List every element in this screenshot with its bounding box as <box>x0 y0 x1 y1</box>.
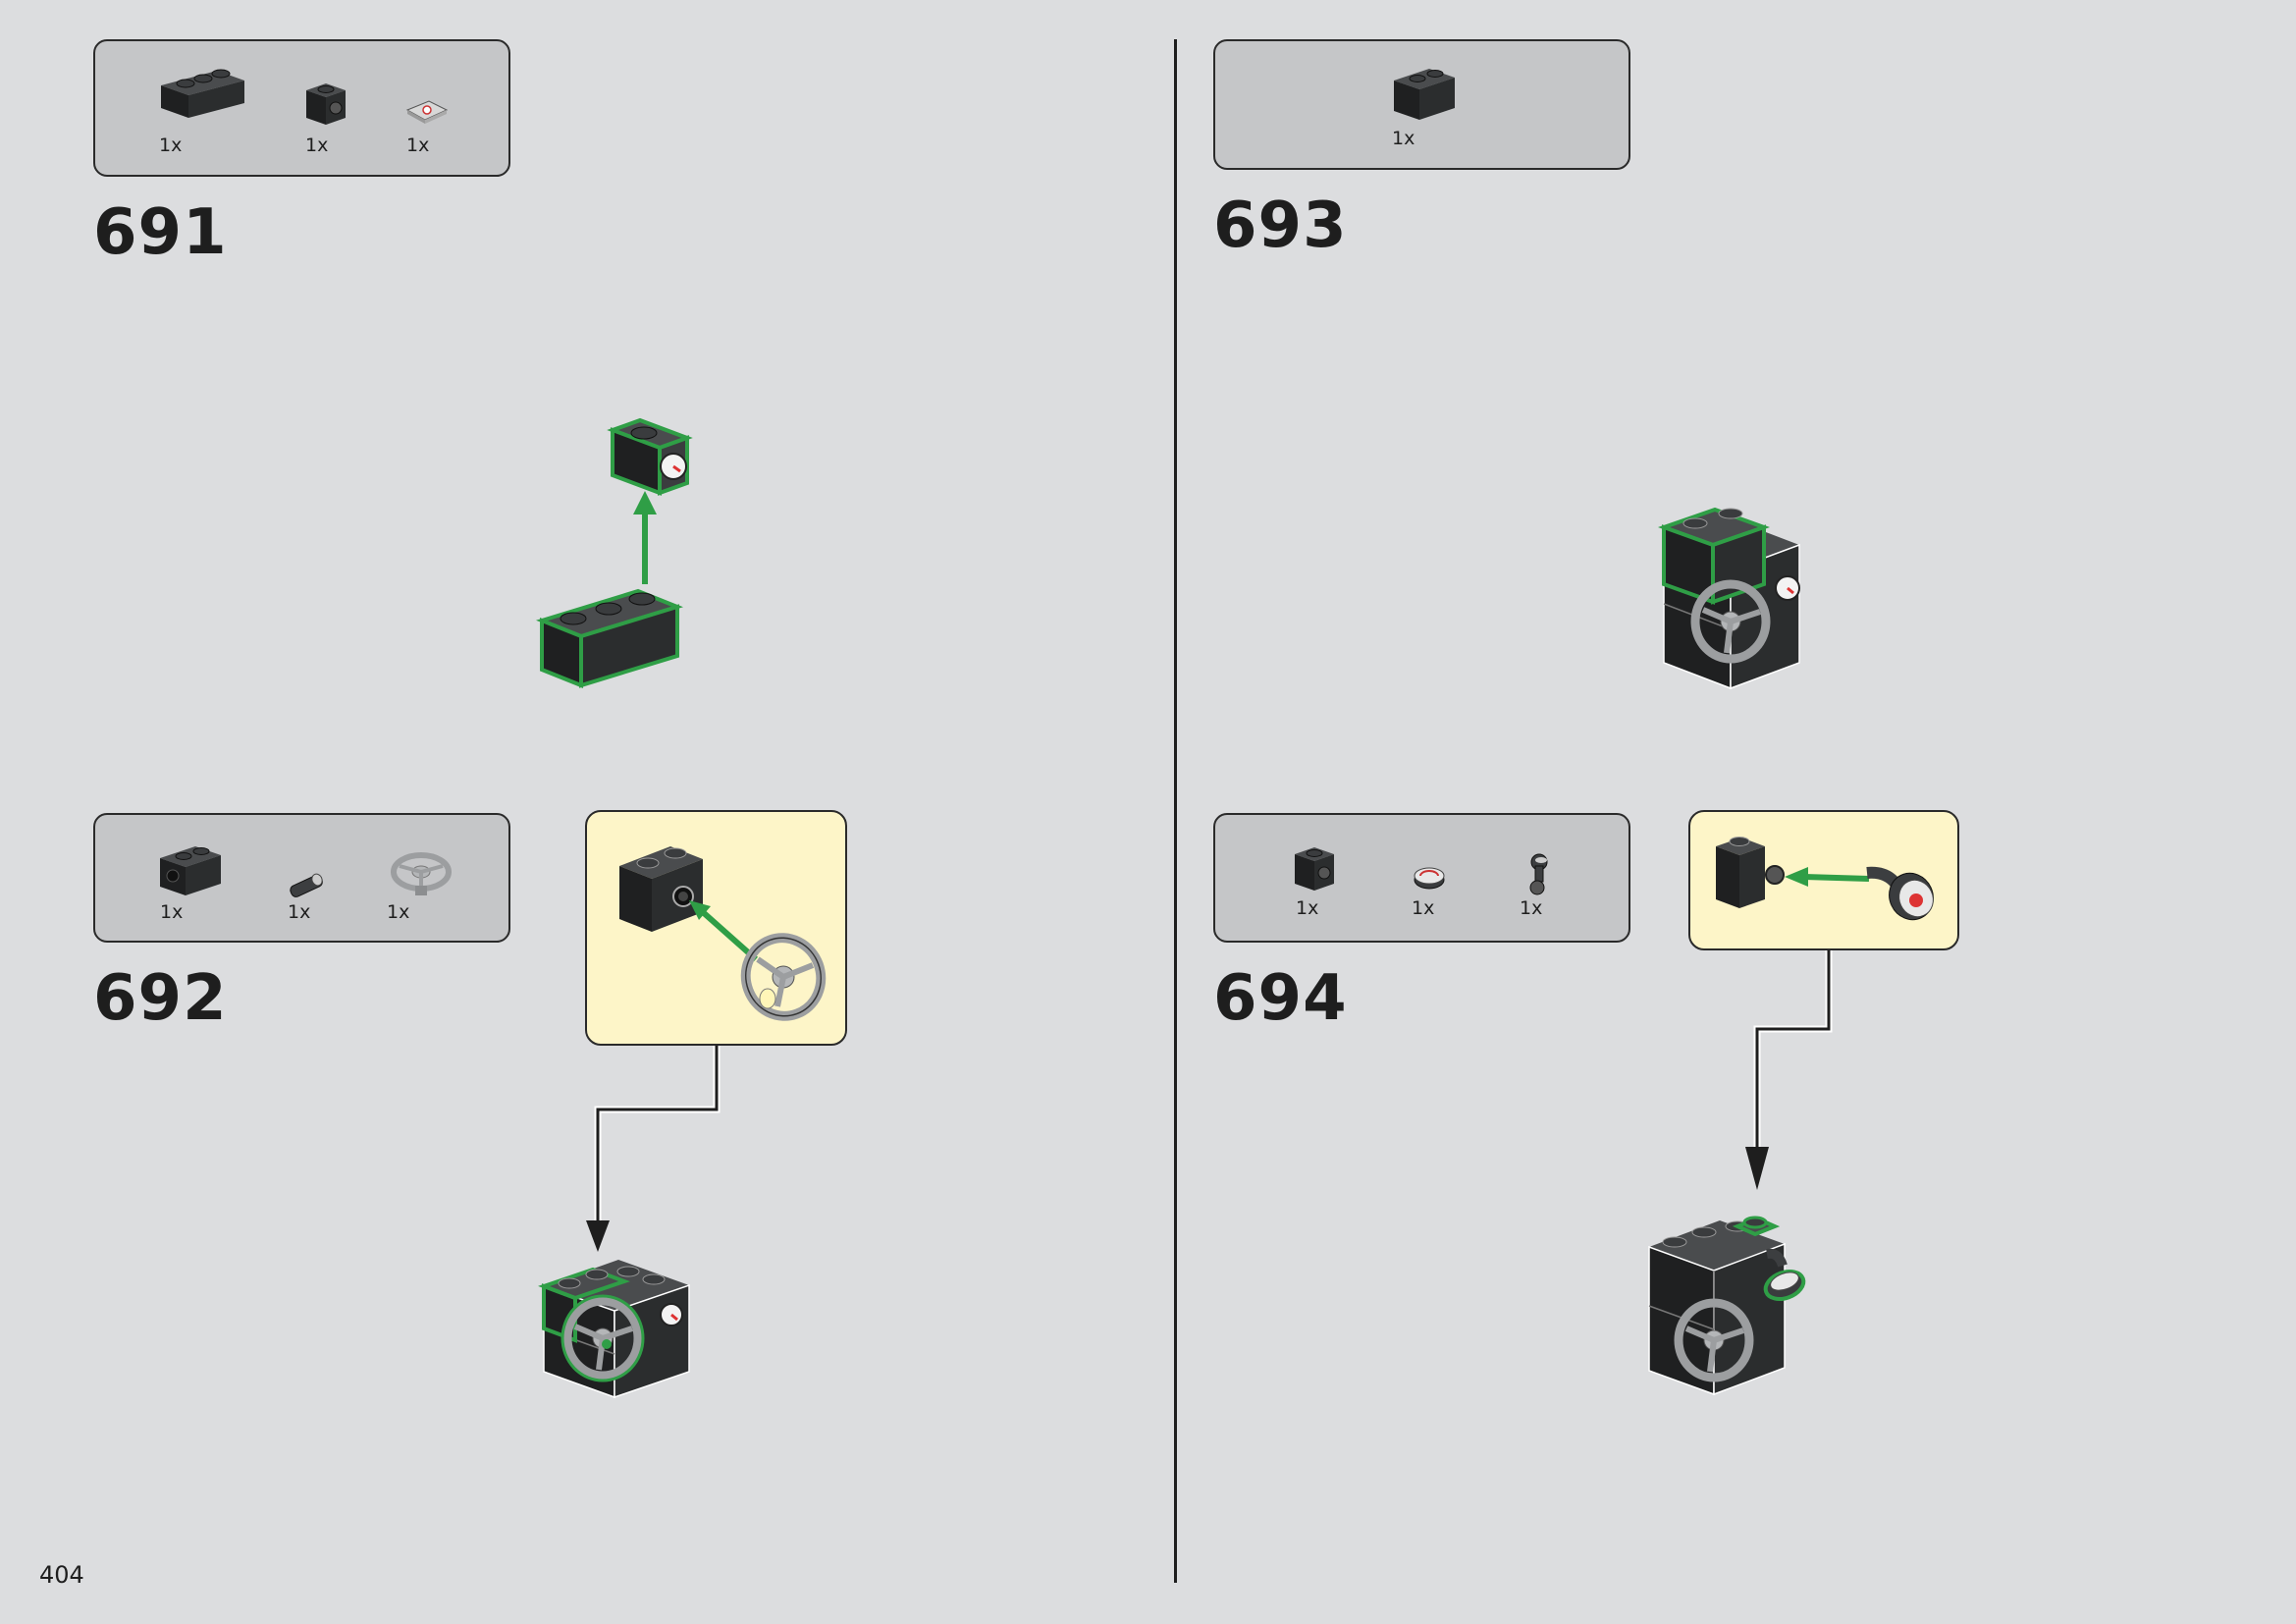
brick-1x1-gauge-illustration <box>607 417 693 496</box>
brick-1x2-icon <box>1394 69 1455 120</box>
part-qty: 1x <box>1412 897 1435 919</box>
brick-1x2-technic-icon <box>160 846 221 895</box>
part-qty: 1x <box>160 901 184 923</box>
step-number-693: 693 <box>1213 189 1348 262</box>
step-number-694: 694 <box>1213 962 1348 1035</box>
tile-gauge-icon <box>405 100 449 124</box>
sub-assembly-callout-694 <box>1688 810 1959 950</box>
part-qty: 1x <box>406 135 430 156</box>
part-qty: 1x <box>1296 897 1319 919</box>
part-qty: 1x <box>1392 128 1415 149</box>
bar-holder-icon <box>1529 853 1548 895</box>
part-qty: 1x <box>387 901 410 923</box>
page-number: 404 <box>39 1561 84 1589</box>
steering-wheel-icon <box>391 852 452 895</box>
step-number-692: 692 <box>93 962 228 1035</box>
parts-list-692: 1x 1x 1x <box>93 813 510 943</box>
callout-694-illustration <box>1716 837 1934 921</box>
callout-connector-692 <box>586 1046 721 1252</box>
step-693-assembly <box>1657 507 1800 690</box>
part-qty: 1x <box>159 135 183 156</box>
parts-list-694: 1x 1x 1x <box>1213 813 1630 943</box>
sub-assembly-callout-692 <box>585 810 847 1046</box>
part-qty: 1x <box>288 901 311 923</box>
round-tile-icon <box>1414 867 1445 890</box>
step-692-assembly <box>538 1260 690 1399</box>
step-691-assembly <box>535 417 693 688</box>
brick-1x3-illustration <box>535 588 684 688</box>
brick-1x1-side-stud-icon <box>306 83 346 125</box>
page-divider <box>1174 39 1177 1583</box>
parts-list-693: 1x <box>1213 39 1630 170</box>
callout-connector-694 <box>1745 950 1833 1190</box>
brick-1x3-icon <box>161 69 244 118</box>
brick-1x1-side-stud-icon <box>1295 847 1334 891</box>
axle-pin-icon <box>290 873 323 897</box>
step-number-691: 691 <box>93 196 228 269</box>
callout-692-illustration <box>619 846 827 1021</box>
part-qty: 1x <box>1520 897 1543 919</box>
parts-list-691: 1x 1x 1x <box>93 39 510 177</box>
part-qty: 1x <box>305 135 329 156</box>
step-694-assembly <box>1648 1216 1806 1396</box>
